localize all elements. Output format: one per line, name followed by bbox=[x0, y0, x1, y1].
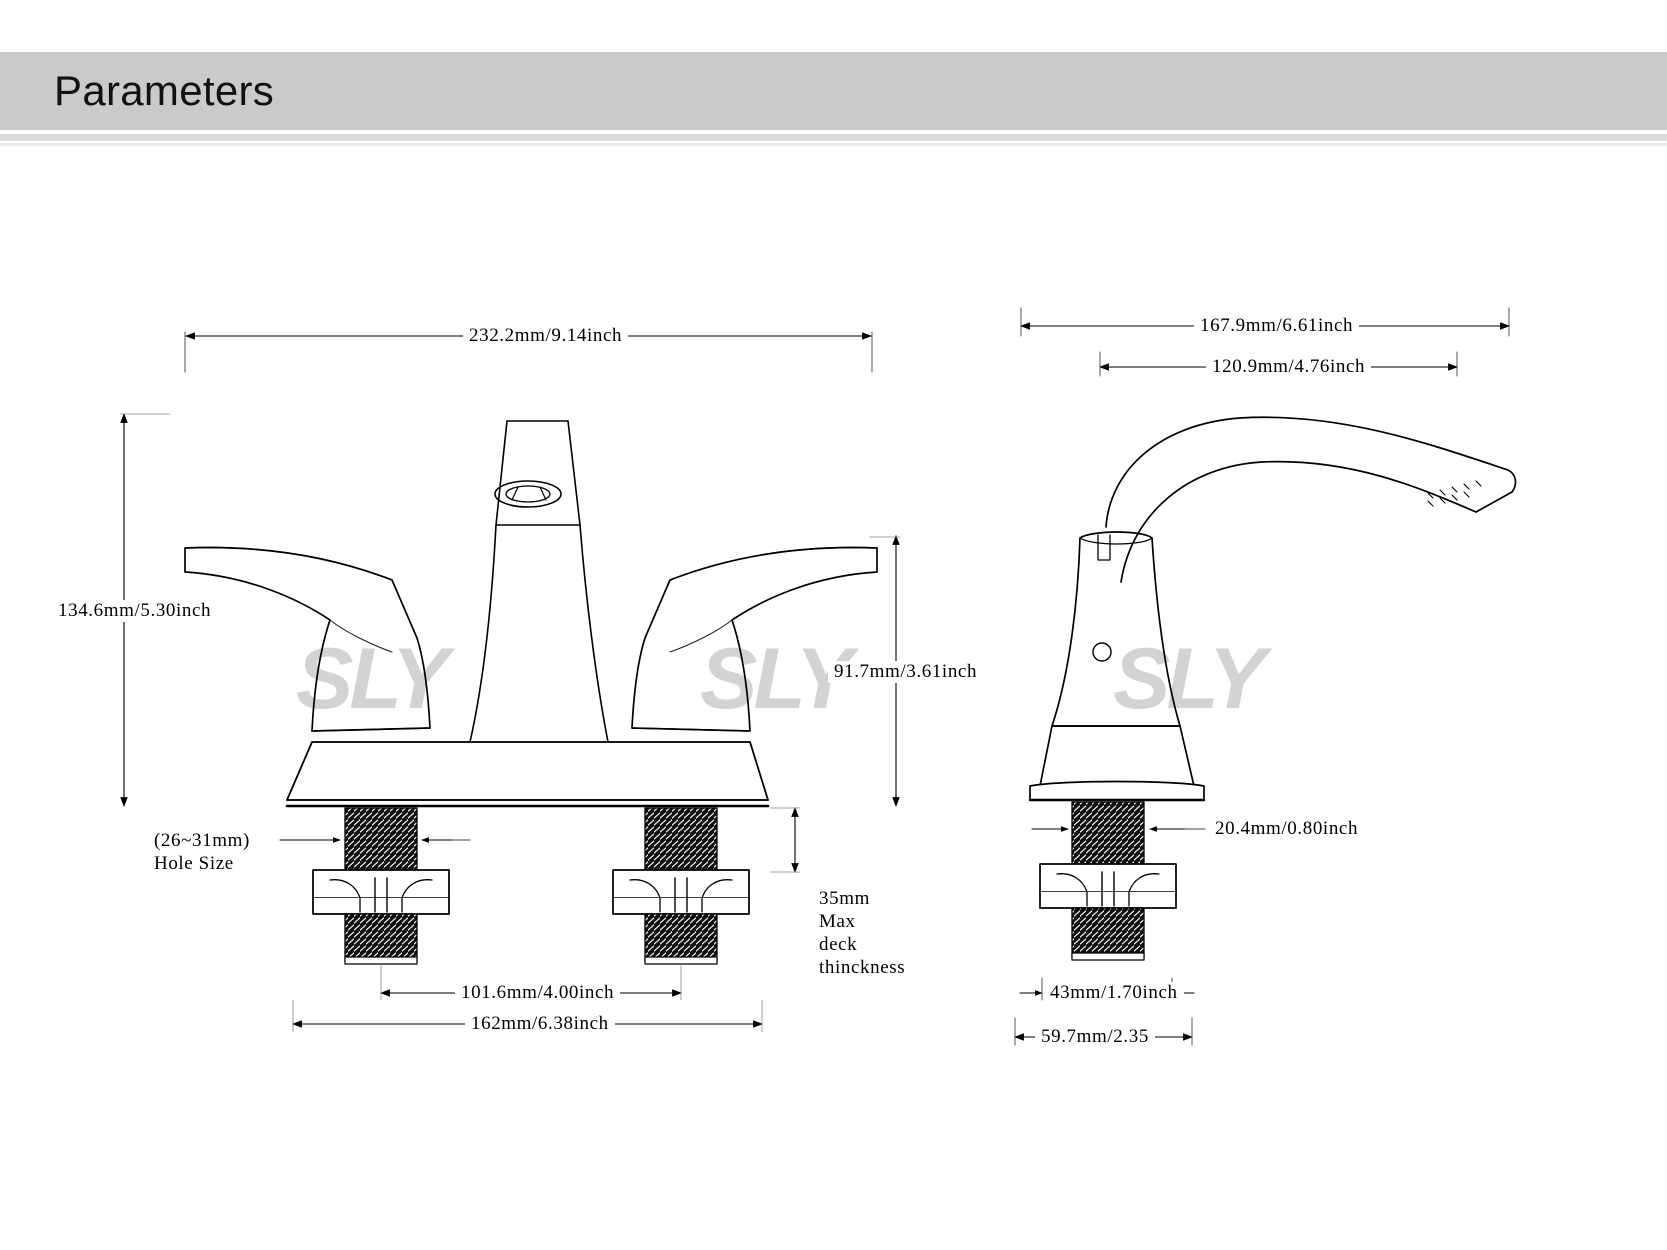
header-band bbox=[0, 52, 1667, 130]
watermark-sly-center: SLY bbox=[700, 631, 853, 727]
dim-label-spout-reach-outer: 167.9mm/6.61inch bbox=[1194, 315, 1360, 337]
page-title: Parameters bbox=[54, 67, 275, 114]
dim-label-shank-diameter: 20.4mm/0.80inch bbox=[1215, 818, 1359, 839]
dim-label-handle-height: 91.7mm/3.61inch bbox=[828, 661, 984, 683]
dim-label-base-width: 162mm/6.38inch bbox=[465, 1013, 615, 1035]
dim-label-overall-width: 232.2mm/9.14inch bbox=[463, 325, 629, 347]
watermark-sly-right: SLY bbox=[1113, 631, 1266, 727]
dim-label-center-spacing: 101.6mm/4.00inch bbox=[455, 982, 621, 1004]
header-divider bbox=[0, 134, 1667, 141]
dim-label-overall-height: 134.6mm/5.30inch bbox=[52, 600, 218, 622]
dim-label-deck-thickness-line1: 35mm bbox=[819, 888, 870, 909]
header-divider-secondary bbox=[0, 143, 1667, 146]
watermark-sly-left: SLY bbox=[296, 631, 449, 727]
dim-label-deck-thickness-line2: Max bbox=[819, 911, 856, 932]
dim-label-right-base-diameter: 43mm/1.70inch bbox=[1044, 982, 1184, 1004]
dim-label-hole-size-range: (26~31mm) bbox=[154, 830, 250, 851]
dim-label-spout-reach-inner: 120.9mm/4.76inch bbox=[1206, 356, 1372, 378]
dim-label-deck-thickness-line3: deck bbox=[819, 934, 858, 955]
dim-label-right-base-width: 59.7mm/2.35 bbox=[1035, 1026, 1155, 1048]
dim-label-deck-thickness-line4: thinckness bbox=[819, 957, 906, 978]
dim-label-hole-size: Hole Size bbox=[154, 853, 234, 874]
